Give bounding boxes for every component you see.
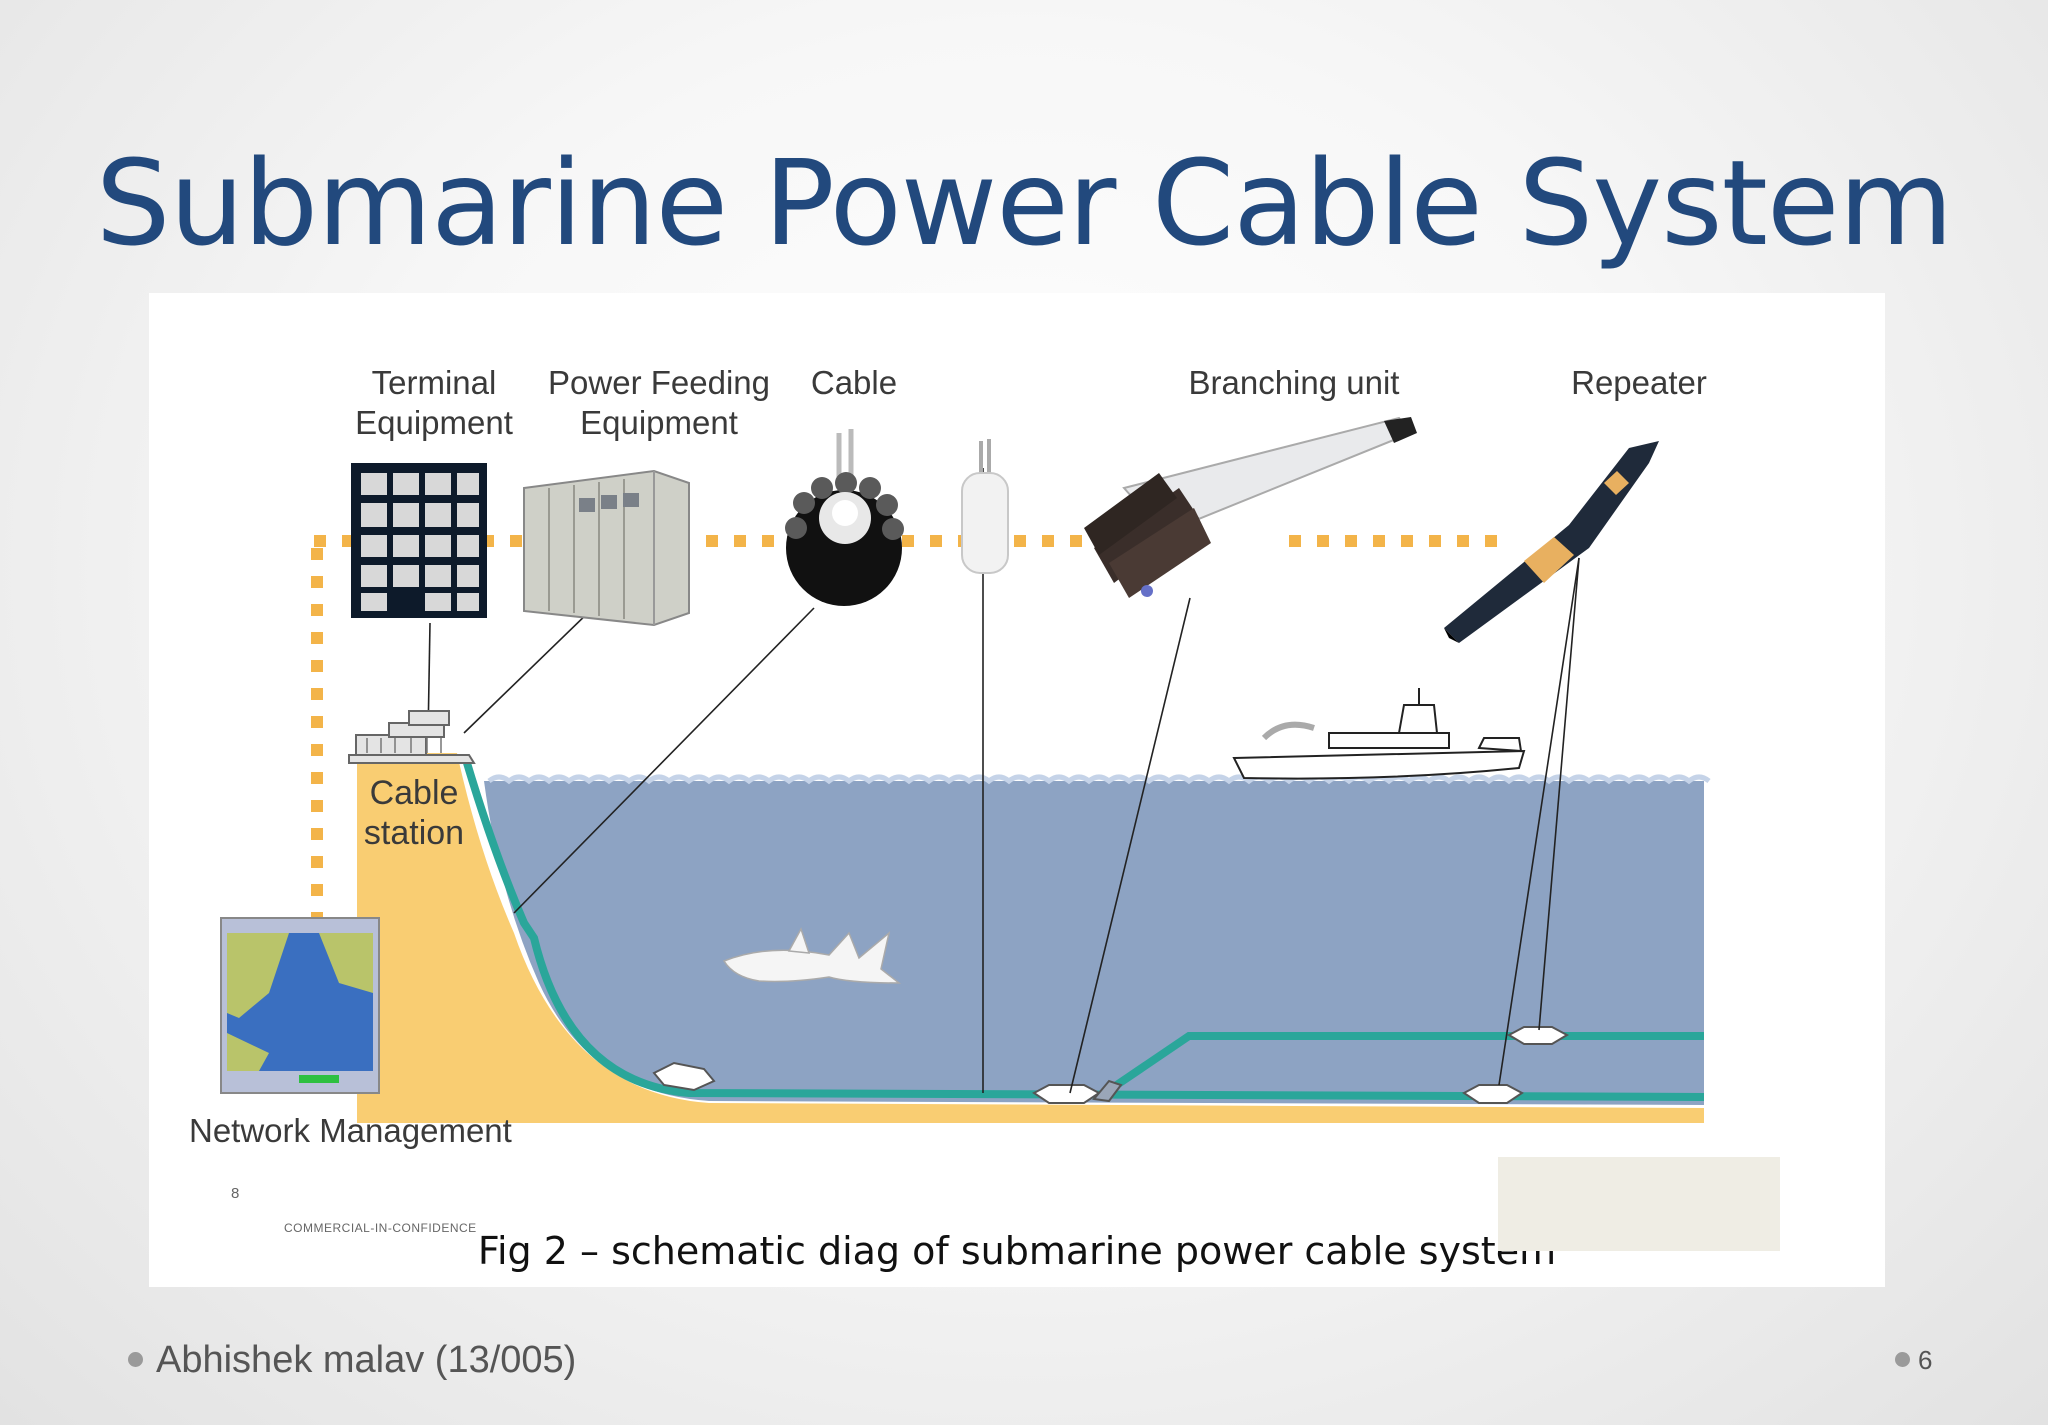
confidential-notice: COMMERCIAL-IN-CONFIDENCE	[284, 1221, 477, 1235]
cable-station-line1: Cable	[369, 774, 459, 812]
repeater-marker-1	[652, 1061, 716, 1092]
figure-panel: Terminal Equipment Power Feeding Equipme…	[149, 293, 1885, 1287]
slide-ref-number: 8	[231, 1185, 240, 1202]
land-mass	[357, 753, 1704, 1123]
branching-unit-icon	[1084, 416, 1417, 598]
repeater-label: Repeater	[1571, 364, 1707, 401]
sea	[484, 781, 1704, 1105]
ship-icon	[1232, 688, 1526, 780]
terminal-equipment-icon	[351, 463, 487, 618]
seabed-units	[652, 1026, 1570, 1104]
power-feeding-label: Power Feeding Equipment	[529, 363, 789, 443]
branching-unit-fin	[1092, 1079, 1123, 1103]
slide-title: Submarine Power Cable System	[95, 134, 1954, 272]
terminal-equipment-line1: Terminal	[371, 364, 497, 401]
cable-station-label: Cable station	[349, 773, 479, 853]
power-feeding-line1: Power Feeding	[548, 364, 770, 401]
terminal-equipment-label: Terminal Equipment	[334, 363, 534, 443]
branching-unit-label: Branching unit	[1188, 364, 1400, 401]
terminal-equipment-line2: Equipment	[355, 404, 513, 441]
caption-overlay-box	[1498, 1157, 1780, 1251]
page-number: 6	[1918, 1345, 1933, 1375]
leader-lines	[427, 468, 1580, 1094]
cable-label: Cable	[810, 364, 898, 401]
branching-unit-marker	[1032, 1084, 1101, 1104]
sea-surface-waves	[487, 774, 1711, 785]
cable-segment-icon	[961, 439, 1009, 574]
shark-icon	[722, 927, 902, 984]
schematic-diagram	[220, 416, 1711, 1123]
power-feeding-equipment-icon	[523, 469, 690, 627]
repeater-marker-2	[1462, 1084, 1524, 1104]
network-management-icon	[220, 917, 380, 1094]
cable-station-line2: station	[363, 814, 465, 852]
footer-bullet-left	[128, 1352, 143, 1367]
figure-caption: Fig 2 – schematic diag of submarine powe…	[477, 1229, 1557, 1273]
power-feeding-line2: Equipment	[580, 404, 738, 441]
network-management-label: Network Management	[189, 1112, 512, 1149]
repeater-icon	[1444, 441, 1659, 643]
repeater-marker-3	[1506, 1026, 1570, 1045]
footer-author: Abhishek malav (13/005)	[156, 1339, 577, 1381]
footer-bullet-right	[1895, 1352, 1910, 1367]
cable-station-icon	[348, 710, 476, 764]
cable-cross-section-icon	[785, 429, 904, 606]
